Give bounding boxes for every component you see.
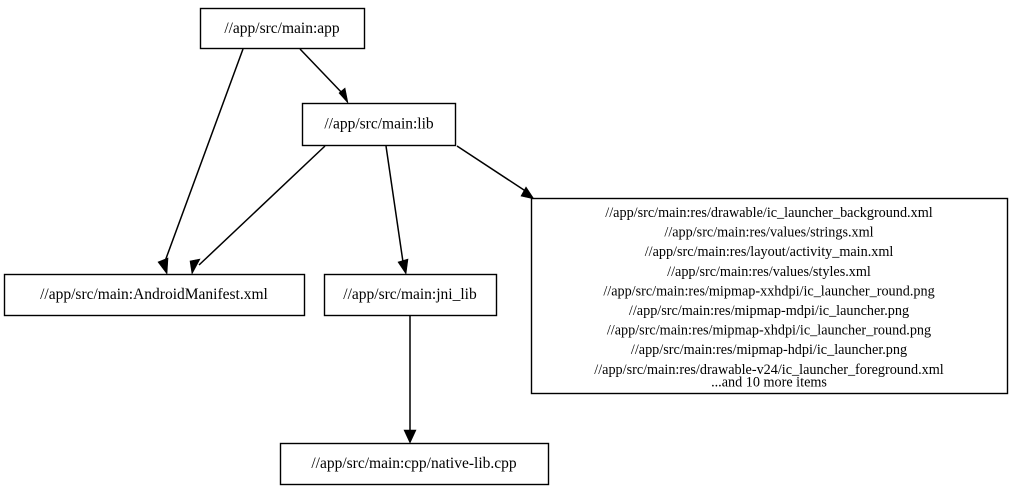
edge-line	[299, 48, 345, 96]
node-label: //app/src/main:app	[224, 20, 340, 37]
resources-line-7: //app/src/main:res/mipmap-xhdpi/ic_launc…	[607, 323, 931, 339]
resources-line-6: //app/src/main:res/mipmap-mdpi/ic_launch…	[629, 303, 909, 319]
arrowhead-icon	[520, 186, 535, 200]
resources-line-2: //app/src/main:res/values/strings.xml	[664, 225, 873, 241]
node-lib[interactable]: //app/src/main:lib	[301, 102, 457, 147]
edge-line	[163, 48, 244, 265]
node-label: //app/src/main:cpp/native-lib.cpp	[311, 455, 517, 472]
node-label: //app/src/main:jni_lib	[343, 286, 477, 303]
node-resources[interactable]: //app/src/main:res/drawable/ic_launcher_…	[530, 197, 1009, 395]
edge-jni-lib-to-native-lib	[403, 316, 417, 444]
resources-overflow-label: ...and 10 more items	[711, 375, 827, 391]
resources-line-9: //app/src/main:res/drawable-v24/ic_launc…	[594, 362, 944, 378]
node-jni-lib[interactable]: //app/src/main:jni_lib	[323, 273, 498, 317]
node-box[interactable]	[530, 197, 1009, 395]
graph-edges	[157, 48, 535, 444]
node-box[interactable]	[3, 273, 306, 317]
resources-line-4: //app/src/main:res/values/styles.xml	[667, 264, 871, 280]
resources-line-5: //app/src/main:res/mipmap-xxhdpi/ic_laun…	[603, 283, 934, 299]
edge-lib-to-manifest	[189, 145, 326, 275]
node-native-lib-cpp[interactable]: //app/src/main:cpp/native-lib.cpp	[279, 442, 550, 486]
node-label: //app/src/main:lib	[324, 116, 434, 133]
edge-line	[456, 145, 528, 193]
node-box[interactable]	[199, 7, 366, 50]
edge-lib-to-jni-lib	[385, 145, 409, 275]
arrowhead-icon	[403, 429, 417, 444]
node-app[interactable]: //app/src/main:app	[199, 7, 366, 50]
resources-line-1: //app/src/main:res/drawable/ic_launcher_…	[605, 205, 932, 221]
edge-lib-to-resources	[456, 145, 535, 200]
node-label: //app/src/main:AndroidManifest.xml	[40, 286, 268, 303]
resources-line-3: //app/src/main:res/layout/activity_main.…	[645, 244, 894, 260]
edge-app-to-lib	[299, 48, 349, 105]
edge-app-to-manifest	[157, 48, 244, 275]
arrowhead-icon	[189, 258, 201, 275]
arrowhead-icon	[157, 257, 169, 275]
node-box[interactable]	[323, 273, 498, 317]
node-box[interactable]	[301, 102, 457, 147]
graph-nodes: //app/src/main:app //app/src/main:lib //…	[3, 7, 1009, 486]
edge-line	[198, 145, 326, 266]
resources-line-8: //app/src/main:res/mipmap-hdpi/ic_launch…	[631, 342, 907, 358]
arrowhead-icon	[338, 87, 349, 105]
edge-line	[385, 145, 404, 263]
arrowhead-icon	[397, 258, 409, 275]
node-box[interactable]	[279, 442, 550, 486]
node-android-manifest[interactable]: //app/src/main:AndroidManifest.xml	[3, 273, 306, 317]
